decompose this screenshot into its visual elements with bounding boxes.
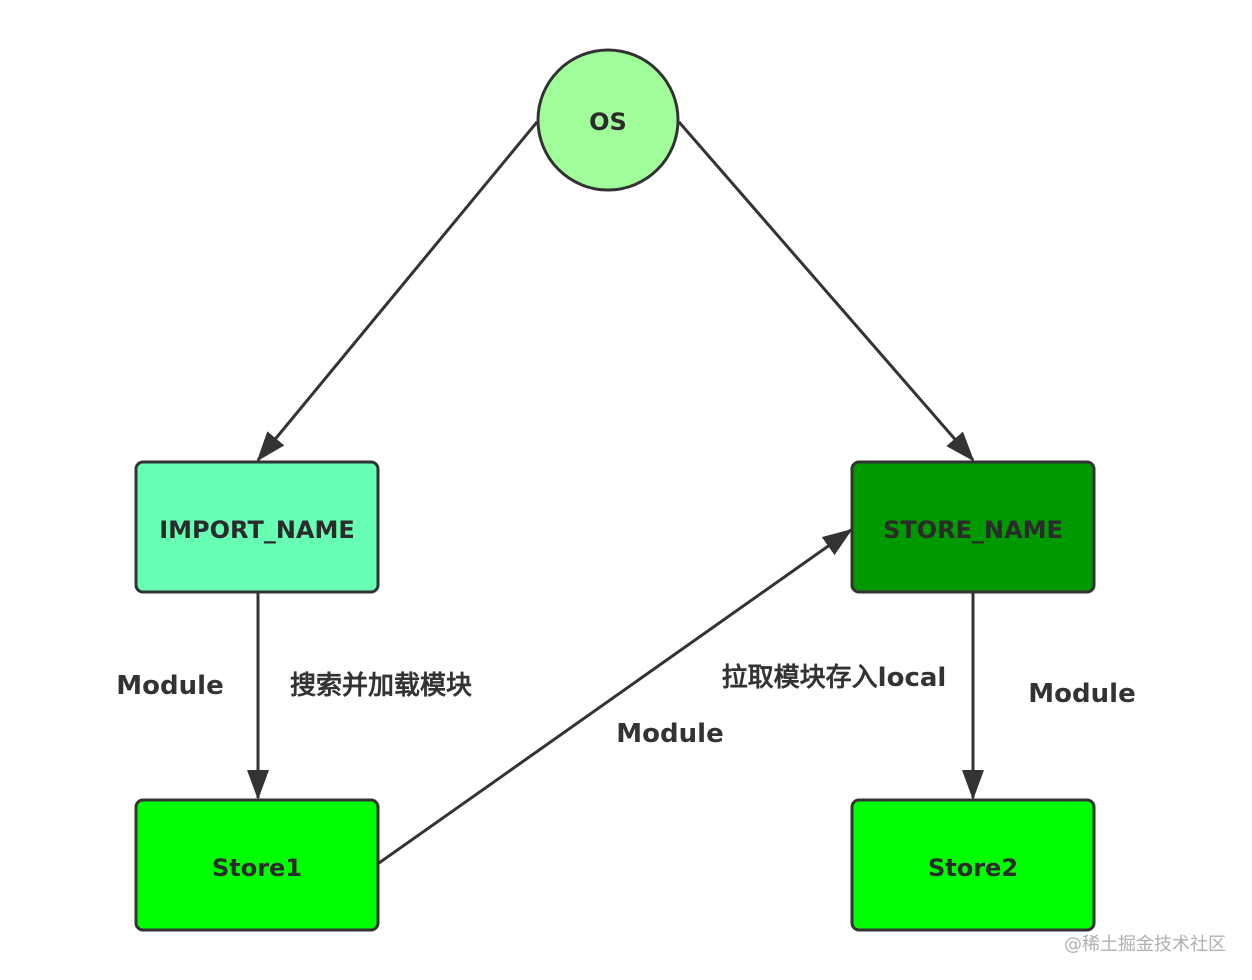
edge-os-to-import-name <box>256 121 539 462</box>
node-store2: Store2 <box>850 798 1096 932</box>
node-store1-label: Store1 <box>212 854 302 882</box>
node-os: OS <box>536 48 680 192</box>
node-store2-label: Store2 <box>928 854 1018 882</box>
edge-label-pull-store-local: 拉取模块存入local <box>722 662 947 693</box>
node-store1-shape <box>134 798 380 932</box>
node-store-name: STORE_NAME <box>850 460 1096 594</box>
node-store1: Store1 <box>134 798 380 932</box>
watermark-text: @稀土掘金技术社区 <box>1064 934 1226 955</box>
node-import-name-shape <box>134 460 380 594</box>
node-store-name-label: STORE_NAME <box>883 516 1063 544</box>
node-store2-shape <box>850 798 1096 932</box>
edge-label-search-load: 搜索并加载模块 <box>290 670 472 701</box>
edge-label-module-right: Module <box>1028 679 1135 709</box>
node-import-name-label: IMPORT_NAME <box>159 516 355 544</box>
node-os-label: OS <box>589 108 627 136</box>
node-os-shape <box>536 48 680 192</box>
edge-label-module-left: Module <box>116 671 223 701</box>
edge-os-to-store-name <box>677 121 975 462</box>
node-import-name: IMPORT_NAME <box>134 460 380 594</box>
edge-label-module-middle: Module <box>616 719 723 749</box>
node-store-name-shape <box>850 460 1096 594</box>
edge-store1-to-store-name <box>378 528 853 865</box>
